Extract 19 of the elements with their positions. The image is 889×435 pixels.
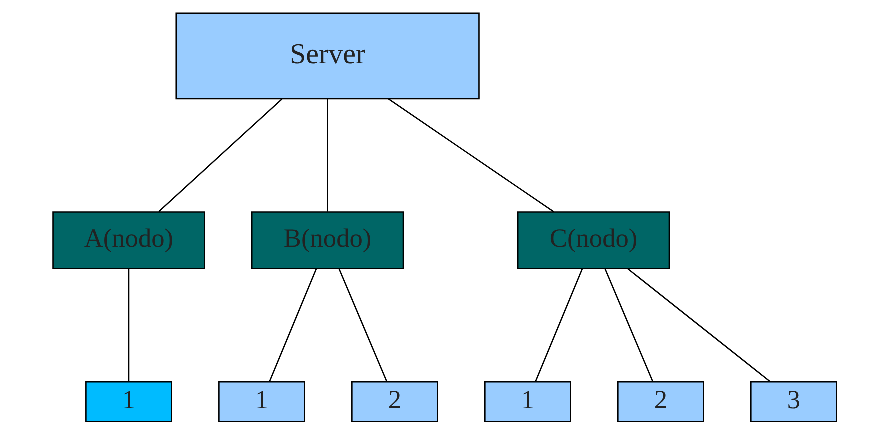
node-box: 2 <box>351 381 438 422</box>
connector <box>338 268 388 382</box>
node-box: Server <box>175 12 480 100</box>
node-box: B(nodo) <box>250 212 404 270</box>
connector <box>158 98 282 212</box>
connector <box>128 269 130 382</box>
connector <box>388 98 554 213</box>
connector <box>627 268 770 383</box>
node-box: 1 <box>218 381 305 422</box>
node-box: C(nodo) <box>516 212 670 270</box>
node-box: 1 <box>85 381 172 422</box>
node-box: 1 <box>484 381 571 422</box>
node-box: A(nodo) <box>52 212 205 270</box>
connector <box>326 99 328 212</box>
connector <box>534 268 583 382</box>
node-box: 3 <box>750 381 837 422</box>
node-box: 2 <box>617 381 704 422</box>
connector <box>268 268 317 382</box>
connector <box>604 268 654 382</box>
